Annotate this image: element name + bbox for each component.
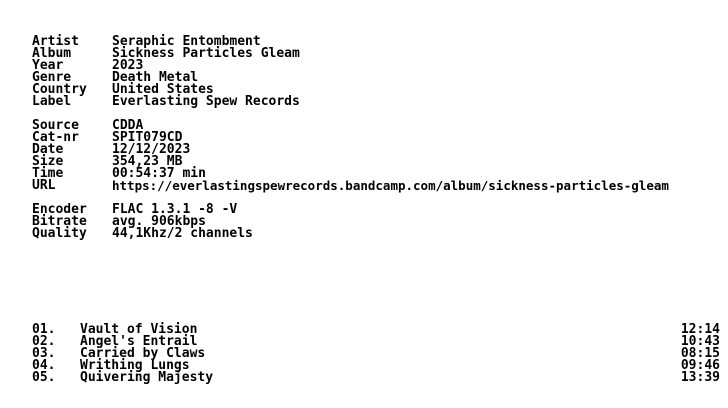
record-label-row: Label Everlasting Spew Records [0,94,728,109]
country-row: Country United States [0,82,728,97]
track-number: 02. [32,334,56,349]
url-value: https://everlastingspewrecords.bandcamp.… [112,178,669,193]
size-label: Size [32,154,64,169]
track-title: Writhing Lungs [80,358,190,373]
quality-value: 44,1Khz/2 channels [112,226,253,241]
time-row: Time 00:54:37 min [0,166,728,181]
url-label: URL [32,178,56,193]
date-value: 12/12/2023 [112,142,191,157]
track-title: Carried by Claws [80,346,206,361]
size-row: Size 354,23 MB [0,154,728,169]
track-number: 01. [32,322,56,337]
track-row: 04. Writhing Lungs 09:46 [0,358,728,373]
genre-value: Death Metal [112,70,199,85]
bitrate-value: avg. 906kbps [112,214,206,229]
track-duration: 13:39 [680,370,720,385]
encoder-value: FLAC 1.3.1 -8 -V [112,202,238,217]
album-row: Album Sickness Particles Gleam [0,46,728,61]
time-value: 00:54:37 min [112,166,206,181]
country-value: United States [112,82,214,97]
year-label: Year [32,58,64,73]
catnr-row: Cat-nr SPIT079CD [0,130,728,145]
catnr-label: Cat-nr [32,130,79,145]
year-value: 2023 [112,58,144,73]
track-number: 03. [32,346,56,361]
time-label: Time [32,166,64,181]
bitrate-label: Bitrate [32,214,87,229]
track-duration: 12:14 [680,322,720,337]
bitrate-row: Bitrate avg. 906kbps [0,214,728,229]
track-row: 02. Angel's Entrail 10:43 [0,334,728,349]
encoder-label: Encoder [32,202,87,217]
album-label: Album [32,46,72,61]
quality-label: Quality [32,226,87,241]
quality-row: Quality 44,1Khz/2 channels [0,226,728,241]
date-label: Date [32,142,64,157]
track-row: 03. Carried by Claws 08:15 [0,346,728,361]
album-value: Sickness Particles Gleam [112,46,300,61]
size-value: 354,23 MB [112,154,183,169]
track-title: Quivering Majesty [80,370,214,385]
artist-row: Artist Seraphic Entombment [0,34,728,49]
source-value: CDDA [112,118,144,133]
track-title: Angel's Entrail [80,334,198,349]
url-row: URL https://everlastingspewrecords.bandc… [0,178,728,193]
track-number: 04. [32,358,56,373]
genre-label: Genre [32,70,72,85]
track-title: Vault of Vision [80,322,198,337]
genre-row: Genre Death Metal [0,70,728,85]
artist-value: Seraphic Entombment [112,34,261,49]
track-row: 01. Vault of Vision 12:14 [0,322,728,337]
source-row: Source CDDA [0,118,728,133]
record-label-value: Everlasting Spew Records [112,94,300,109]
track-duration: 08:15 [680,346,720,361]
year-row: Year 2023 [0,58,728,73]
track-number: 05. [32,370,56,385]
date-row: Date 12/12/2023 [0,142,728,157]
catnr-value: SPIT079CD [112,130,183,145]
source-label: Source [32,118,79,133]
track-row: 05. Quivering Majesty 13:39 [0,370,728,385]
track-duration: 09:46 [680,358,720,373]
encoder-row: Encoder FLAC 1.3.1 -8 -V [0,202,728,217]
country-label: Country [32,82,87,97]
artist-label: Artist [32,34,79,49]
record-label-label: Label [32,94,72,109]
track-duration: 10:43 [680,334,720,349]
